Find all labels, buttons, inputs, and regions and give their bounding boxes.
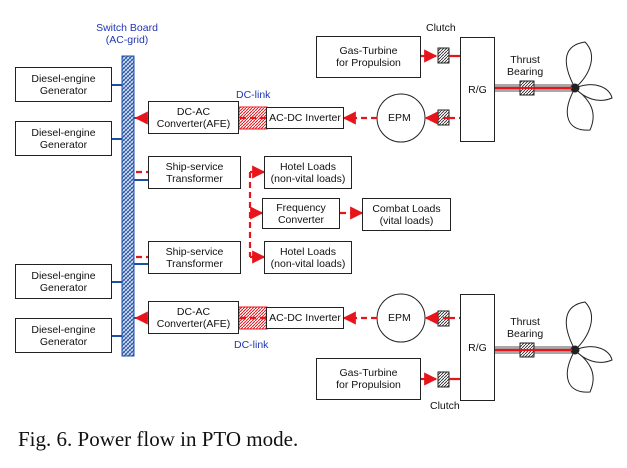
epm-label-bottom: EPM (388, 312, 411, 324)
switchboard-bus (121, 55, 135, 357)
clutch-label-bottom: Clutch (430, 400, 460, 412)
reduction-gear-bottom: R/G (460, 294, 495, 401)
figure-caption: Fig. 6. Power flow in PTO mode. (18, 427, 299, 451)
gas-turbine-bottom: Gas-Turbine for Propulsion (316, 358, 421, 400)
switch-board-label: Switch Board (AC-grid) (96, 22, 158, 46)
reduction-gear-top: R/G (460, 37, 495, 142)
afe-converter-bottom: DC-AC Converter(AFE) (148, 301, 239, 334)
thrust-bearing-label-bottom: Thrust Bearing (507, 316, 544, 340)
transformer-bottom: Ship-service Transformer (148, 241, 241, 274)
diesel-generator-3: Diesel-engine Generator (15, 264, 112, 299)
propeller-bottom-icon (565, 301, 613, 393)
clutch-label-top: Clutch (426, 22, 456, 34)
diesel-generator-4: Diesel-engine Generator (15, 318, 112, 353)
hotel-loads-bottom: Hotel Loads (non-vital loads) (264, 241, 352, 274)
frequency-converter: Frequency Converter (262, 198, 340, 229)
inverter-top: AC-DC Inverter (266, 107, 344, 129)
inverter-bottom: AC-DC Inverter (266, 307, 344, 329)
thrust-bearing-label-top: Thrust Bearing (507, 54, 544, 78)
diesel-generator-2: Diesel-engine Generator (15, 121, 112, 156)
gas-turbine-top: Gas-Turbine for Propulsion (316, 36, 421, 78)
diesel-generator-1: Diesel-engine Generator (15, 67, 112, 102)
combat-loads: Combat Loads (vital loads) (362, 198, 451, 231)
hotel-loads-top: Hotel Loads (non-vital loads) (264, 156, 352, 189)
propeller-top-icon (565, 41, 613, 131)
transformer-top: Ship-service Transformer (148, 156, 241, 189)
dc-link-label-bottom: DC-link (234, 339, 269, 351)
epm-label-top: EPM (388, 112, 411, 124)
afe-converter-top: DC-AC Converter(AFE) (148, 101, 239, 134)
dc-link-label-top: DC-link (236, 89, 271, 101)
